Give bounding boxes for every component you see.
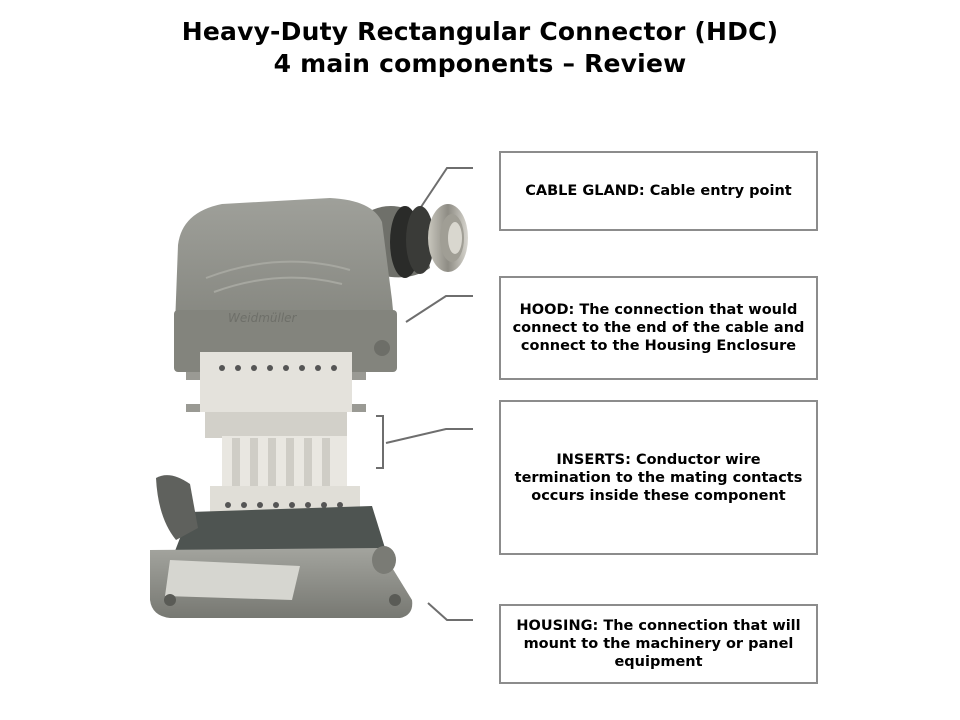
- hood-brand-mark: Weidmüller: [228, 311, 298, 325]
- insert-upper: [186, 352, 366, 438]
- callout-cable-gland: CABLE GLAND: Cable entry point: [499, 151, 818, 231]
- callout-inserts-text: INSERTS: Conductor wire termination to t…: [514, 451, 803, 504]
- hood: [174, 198, 397, 372]
- callout-hood: HOOD: The connection that would connect …: [499, 276, 818, 380]
- callout-cable-gland-text: CABLE GLAND: Cable entry point: [525, 183, 792, 199]
- page-title: Heavy-Duty Rectangular Connector (HDC): [181, 17, 779, 46]
- leader-line-hood: [405, 295, 473, 323]
- cable-gland: [372, 204, 468, 278]
- housing: [150, 475, 413, 618]
- callout-housing-text: HOUSING: The connection that will mount …: [516, 618, 801, 670]
- leader-line-housing: [427, 602, 473, 621]
- leader-line-inserts: [376, 415, 473, 469]
- leader-line-gland: [420, 167, 473, 208]
- callout-hood-text: HOOD: The connection that would connect …: [512, 302, 805, 354]
- page-subtitle: 4 main components – Review: [273, 49, 687, 78]
- callout-housing: HOUSING: The connection that will mount …: [499, 604, 818, 684]
- callout-inserts: INSERTS: Conductor wire termination to t…: [499, 400, 818, 555]
